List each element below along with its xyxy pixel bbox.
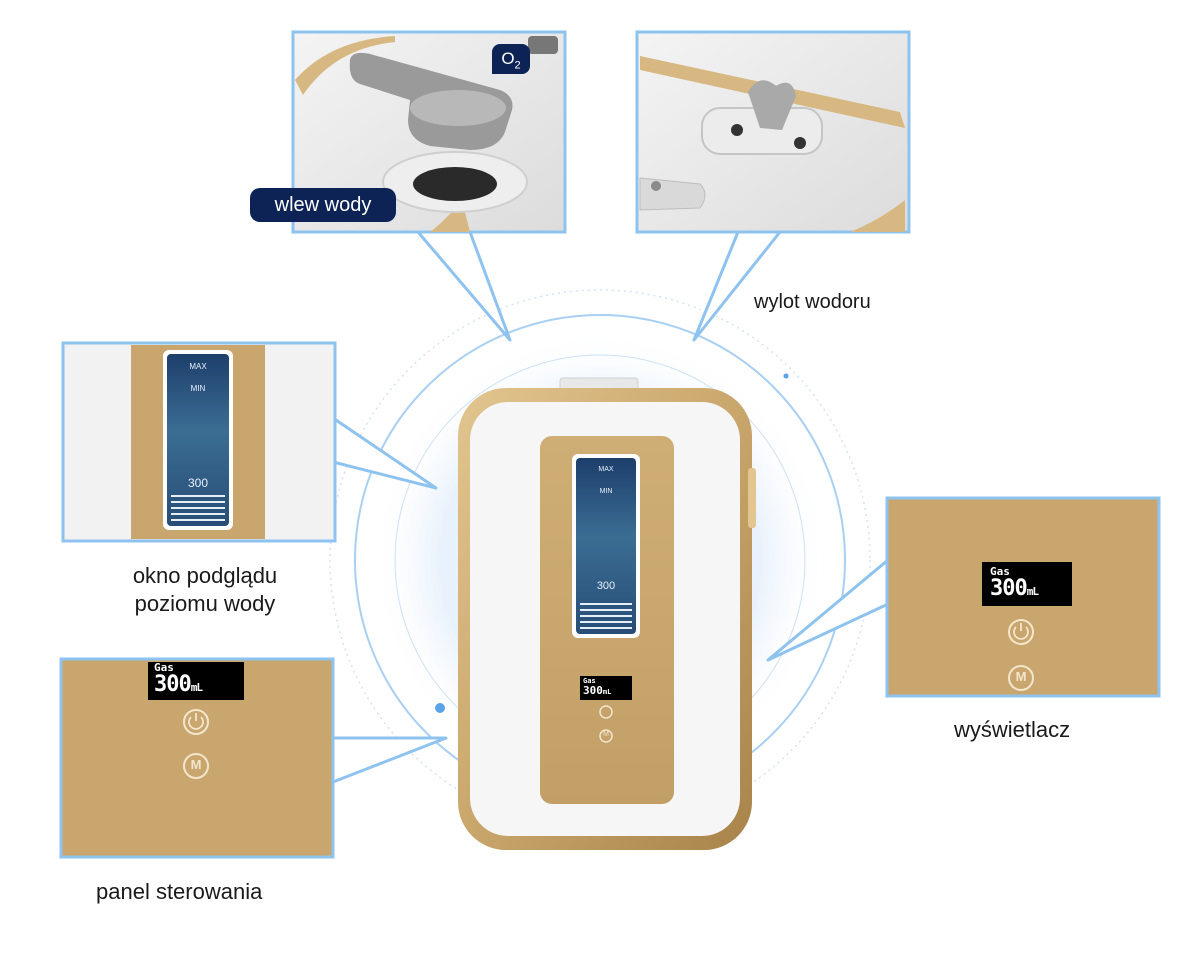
callout-water-inlet xyxy=(291,30,567,342)
callout-pointer xyxy=(416,230,512,342)
display-lcd-gas: Gas xyxy=(990,565,1010,578)
gold-edge-bottom xyxy=(850,200,905,232)
device-side-button xyxy=(748,468,756,528)
water-level-window-label: okno podglądu poziomu wody xyxy=(60,562,350,618)
display-label: wyświetlacz xyxy=(954,717,1071,742)
device-lcd-gas: Gas xyxy=(583,677,596,685)
outlet-nozzle xyxy=(748,80,796,130)
zoom-gauge-value: 300 xyxy=(187,476,209,490)
water-level-window-label-line2: poziomu wody xyxy=(134,591,276,616)
valve xyxy=(528,36,558,54)
power-button xyxy=(183,709,209,735)
display-mode-label: M xyxy=(1015,669,1027,684)
ring-outer xyxy=(329,289,871,831)
inlet-cap-top xyxy=(410,90,506,126)
zoom-tube xyxy=(167,354,229,526)
power-icon xyxy=(1013,626,1029,640)
callout-pointer xyxy=(331,736,448,784)
control-panel-label: panel sterowania xyxy=(96,879,263,904)
control-panel-lcd-value: 300mL xyxy=(154,672,203,697)
zoom-tube-stripes xyxy=(171,495,225,521)
inlet-opening xyxy=(413,167,497,201)
gold-edge xyxy=(295,36,395,95)
zoom-gauge-max: MAX xyxy=(189,362,207,371)
hydrogen-outlet-label: wylot wodoru xyxy=(754,291,871,313)
device-mode-button xyxy=(599,729,613,743)
device-lcd: Gas 300mL xyxy=(580,676,632,700)
callout-display xyxy=(766,496,1161,698)
mode-button xyxy=(1008,665,1034,691)
device-mode-label: M xyxy=(603,731,609,738)
zoom-gauge-min: MIN xyxy=(190,384,206,393)
device-tube-stripes xyxy=(580,603,632,629)
device-gauge-max: MAX xyxy=(598,466,614,473)
device-gauge-min: MIN xyxy=(599,488,613,495)
device xyxy=(458,377,756,850)
device-gauge-value: 300 xyxy=(596,580,616,592)
water-inlet-label: wlew wody xyxy=(250,188,396,222)
device-power-button xyxy=(599,705,613,719)
o2-badge: O2 xyxy=(492,44,530,74)
callout-water-level-window xyxy=(61,341,438,543)
callout-pointer xyxy=(692,230,782,342)
ring-dot-small xyxy=(783,373,789,379)
device-lcd-value: 300mL xyxy=(583,684,612,697)
control-panel-mode-label: M xyxy=(190,757,202,772)
outlet-screw-left xyxy=(731,124,743,136)
side-nozzle-hole xyxy=(651,181,661,191)
control-panel-lcd: Gas 300mL xyxy=(148,662,244,700)
outlet-screw-right xyxy=(794,137,806,149)
callout-control-panel xyxy=(59,657,448,859)
ring-dot xyxy=(435,703,445,713)
control-panel-lcd-gas: Gas xyxy=(154,661,174,674)
water-level-window-label-line1: okno podglądu xyxy=(132,563,278,588)
display-lcd: Gas 300mL xyxy=(982,562,1072,606)
power-button xyxy=(1008,619,1034,645)
display-lcd-value: 300mL xyxy=(990,576,1039,601)
mode-button xyxy=(183,753,209,779)
callout-hydrogen-outlet xyxy=(635,30,911,342)
device-tube xyxy=(576,458,636,634)
power-icon xyxy=(188,716,204,730)
